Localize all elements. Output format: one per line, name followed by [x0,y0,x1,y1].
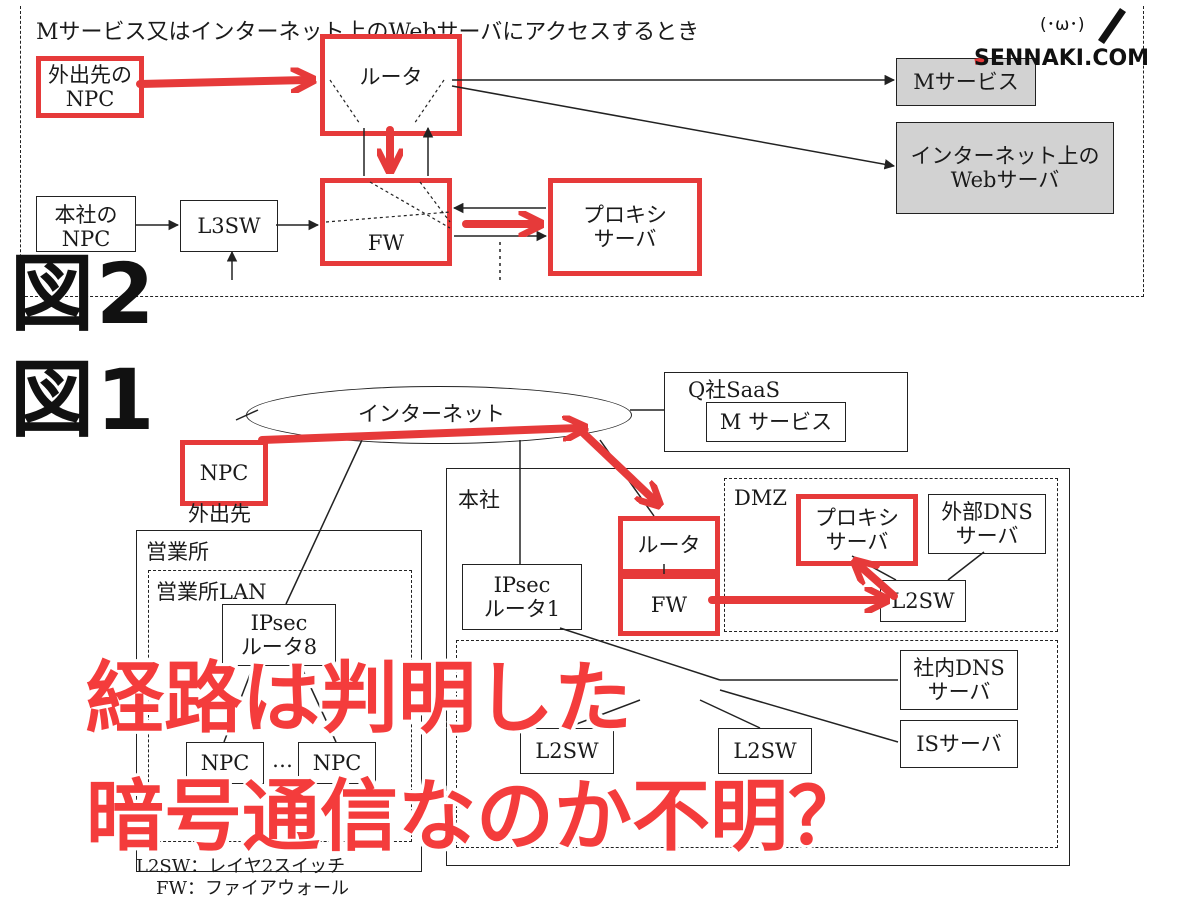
m-service-node-bottom: M サービス [706,402,846,442]
ipsec-router1-node: IPsec ルータ1 [462,564,582,630]
l2sw-label-b: L2SW [733,738,797,763]
link-core-l2sw-a [565,699,641,729]
l2sw-dmz-node: L2SW [880,580,966,622]
npc-label-b: NPC [312,750,362,775]
proxy-label-top: プロキシ サーバ [583,202,667,251]
m-service-label-bottom: M サービス [719,409,833,434]
hq-frame [446,468,1070,866]
m-service-label-top: Mサービス [913,69,1019,94]
link-core-l2sw-b [699,699,761,729]
l2sw-label-a: L2SW [535,738,599,763]
dmz-label: DMZ [734,486,787,510]
l3sw-label-top: L3SW [197,213,261,238]
figure-2-label: 図2 [10,245,157,343]
branch-lan-frame [148,570,412,842]
dmz-frame [724,478,1058,632]
ext-dns-label: 外部DNS サーバ [941,499,1033,548]
internet-label: インターネット [358,402,505,426]
l3sw-node-top: L3SW [180,200,278,252]
npc-node-bottom: NPC [180,440,268,506]
link-internet-branch [285,439,363,605]
l2sw-node-a: L2SW [520,728,614,774]
npc-ellipsis: … [272,748,293,772]
red-arrow-l2sw-proxy [860,566,898,600]
fw-dotted-c [419,181,451,223]
int-dns-label: 社内DNS サーバ [913,655,1005,704]
link-router-webserver [451,85,896,170]
link-branch-npc-a [223,663,255,743]
npc-label-bottom: NPC [199,460,249,485]
hq-npc-label: 本社の NPC [54,203,118,252]
brand-logo: SENNAKI.COM [974,46,1150,71]
outside-label: 外出先 [188,502,251,526]
proxy-label-bottom: プロキシ サーバ [815,505,899,554]
brand-face: (･ω･) [1040,15,1085,35]
ipsec-router1-label: IPsec ルータ1 [483,572,561,621]
npc-node-a: NPC [186,742,264,784]
caption-line-2: 暗号通信なのか不明？ [84,772,867,862]
hq-npc-node: 本社の NPC [36,196,136,252]
link-ipsec1-core [559,627,721,681]
internal-lan-frame [456,640,1058,848]
internet-web-node: インターネット上の Webサーバ [896,122,1114,214]
router-dotted-a [329,79,361,125]
is-server-label: ISサーバ [916,731,1002,756]
link-core-isserver [719,689,899,743]
router-label-top: ルータ [359,64,423,89]
ipsec-branch-label: IPsec ルータ8 [240,610,318,659]
link-branch-npc-b [299,663,337,743]
branch-lan-label: 営業所LAN [156,580,267,604]
fw-node-bottom: FW [618,574,720,636]
red-arrow-internet-router [574,424,654,500]
router-node-bottom: ルータ [618,516,720,574]
fw-label-top: FW [367,230,405,255]
red-arrow-npc-router [136,80,306,84]
l2sw-node-b: L2SW [718,728,812,774]
npc-node-b: NPC [298,742,376,784]
fw-label-bottom: FW [650,592,688,617]
branch-label: 営業所 [146,540,209,564]
hq-label: 本社 [458,488,500,512]
q-saas-label: Q社SaaS [688,378,781,402]
m-service-node-top: Mサービス [896,58,1036,106]
is-server-node: ISサーバ [900,720,1018,768]
internet-web-label: インターネット上の Webサーバ [910,143,1100,192]
figure-1-label: 図1 [10,351,157,449]
link-internet-npc [235,409,259,421]
l2sw-dmz-label: L2SW [891,588,955,613]
ipsec-branch-node: IPsec ルータ8 [222,604,336,666]
npc-label-a: NPC [200,750,250,775]
ext-dns-node: 外部DNS サーバ [928,494,1046,554]
red-arrow-npc-internet [258,428,578,444]
npc-out-label: 外出先の NPC [48,62,132,111]
link-extdns-l2sw [947,551,985,581]
branch-frame [136,530,422,872]
figure-top-frame [20,6,1144,297]
q-saas-frame [664,372,908,452]
legend-line-1: L2SW：レイヤ2スイッチ [136,856,346,877]
router-dotted-b [413,79,445,125]
legend-line-2: FW：ファイアウォール [156,878,349,899]
caption-line-1: 経路は判明した [84,654,633,744]
router-label-bottom: ルータ [637,532,701,557]
fw-dotted-b [325,211,451,223]
int-dns-node: 社内DNS サーバ [900,650,1018,710]
npc-out-node: 外出先の NPC [36,56,144,118]
proxy-node-top: プロキシ サーバ [548,178,702,276]
